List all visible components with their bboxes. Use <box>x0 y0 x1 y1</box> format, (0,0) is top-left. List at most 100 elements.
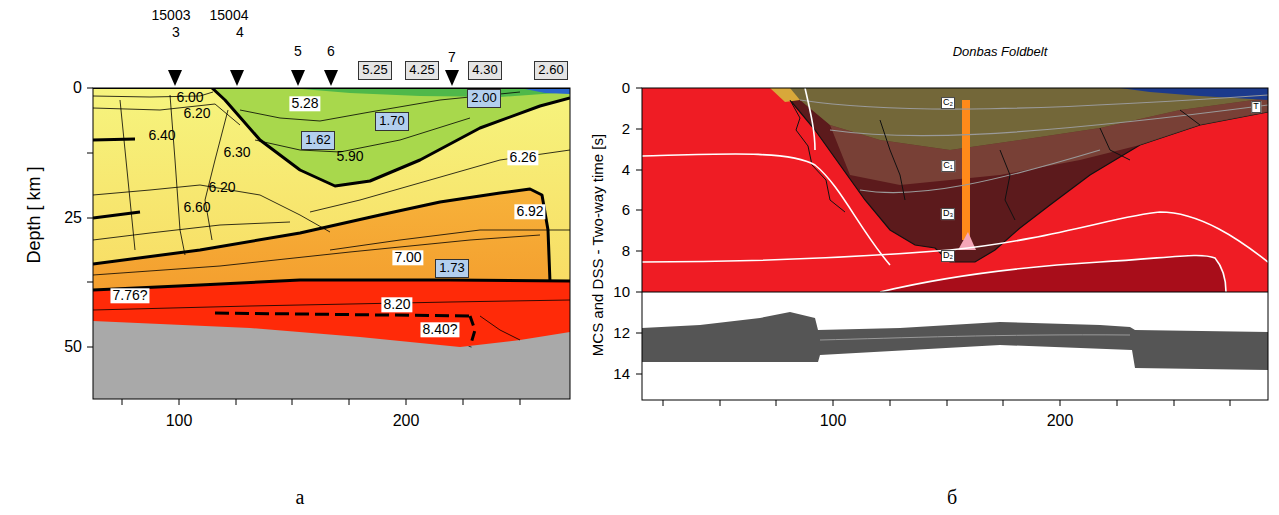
velocity-contour <box>205 110 228 240</box>
velocity-box: 2.60 <box>534 61 568 80</box>
diapir <box>962 100 970 240</box>
axis-tick: 6 <box>622 202 630 219</box>
panel-title: Donbas Foldbelt <box>953 45 1048 59</box>
axis-title: MCS and DSS - Two-way time [s] <box>590 134 607 356</box>
velocity-label: 5.90 <box>336 149 363 164</box>
velocity-label: 6.00 <box>176 90 203 105</box>
fault-line <box>1100 128 1130 160</box>
layer-boundary <box>212 88 570 186</box>
axis-frame <box>93 88 570 399</box>
velocity-label: 8.40? <box>420 322 459 337</box>
panel-letter: б <box>947 486 957 508</box>
velocity-label: 6.26 <box>507 150 538 165</box>
seismic-section <box>642 88 1268 292</box>
axis-tick: 200 <box>393 412 420 430</box>
station-marker <box>230 70 244 86</box>
fault-line <box>790 100 1200 220</box>
axis-title: Depth [ km ] <box>25 166 45 263</box>
upper-sediments <box>290 88 570 97</box>
boundary-line <box>880 255 1226 292</box>
station-number: 4 <box>236 25 244 40</box>
horizon-line <box>800 95 1268 109</box>
station-number: 7 <box>448 50 456 65</box>
layer-boundary <box>470 316 475 347</box>
station-marker <box>291 70 305 86</box>
axis-tick: 4 <box>622 162 630 179</box>
velocity-model <box>93 88 570 399</box>
axis-tick: 100 <box>166 412 193 430</box>
velocity-contour <box>93 300 570 310</box>
layer-boundary <box>93 88 570 347</box>
velocity-contour <box>330 230 570 250</box>
velocity-label: 6.20 <box>208 180 235 195</box>
vpvs-box: 2.00 <box>467 89 501 108</box>
velocity-contour <box>93 222 290 240</box>
velocity-label: 6.30 <box>223 145 250 160</box>
axis-frame <box>642 88 1268 400</box>
axis-frame <box>636 88 642 374</box>
sedimentary-basin <box>212 88 570 186</box>
boundary-line <box>642 154 890 265</box>
fault-line <box>1180 110 1200 125</box>
station-id: 15003 <box>152 8 191 23</box>
velocity-label: 7.00 <box>392 250 423 265</box>
station-marker <box>445 70 459 86</box>
value-text: 2.00 <box>471 91 496 105</box>
value-text: 4.30 <box>472 63 497 77</box>
vpvs-box: 1.73 <box>435 259 469 278</box>
axis-tick: 25 <box>64 209 82 227</box>
layer-boundary <box>93 139 135 140</box>
stratigraphic-label: C₂ <box>941 97 955 109</box>
velocity-contour <box>255 118 470 152</box>
fault-line <box>1000 150 1015 220</box>
velocity-label: 6.92 <box>514 204 545 219</box>
velocity-label: 8.20 <box>381 297 412 312</box>
crust <box>642 88 1268 292</box>
axis-tick: 200 <box>1047 412 1074 430</box>
reflectivity-band <box>642 312 1268 370</box>
velocity-label: 6.60 <box>183 200 210 215</box>
stratigraphic-label: D₃ <box>941 208 955 220</box>
velocity-label: 7.76? <box>110 288 149 303</box>
value-text: 4.25 <box>409 63 434 77</box>
boundary-line <box>805 88 815 150</box>
axis-tick: 100 <box>820 412 847 430</box>
velocity-box: 5.25 <box>358 61 392 80</box>
layer-boundary <box>93 189 550 282</box>
station-marker <box>324 70 338 86</box>
vpvs-box: 1.70 <box>375 112 409 131</box>
axis-tick: 12 <box>613 325 630 342</box>
velocity-contour <box>93 104 240 125</box>
axis-frame <box>663 400 1230 406</box>
horizon-line <box>800 95 1268 193</box>
layer-boundary <box>215 313 470 316</box>
station-marker <box>168 70 182 86</box>
horizon-line <box>830 105 1268 136</box>
velocity-box: 4.30 <box>468 61 502 80</box>
value-text: 2.60 <box>538 63 563 77</box>
stratigraphic-label: C₁ <box>941 160 955 172</box>
boundary-line <box>642 88 1268 292</box>
axis-tick: 0 <box>73 79 82 97</box>
velocity-label: 6.20 <box>183 106 210 121</box>
velocity-contour <box>120 100 135 250</box>
unresolved-zone <box>93 321 570 399</box>
lower-body <box>880 255 1226 292</box>
station-number: 6 <box>327 44 335 59</box>
reflectivity-band <box>642 312 1268 370</box>
velocity-contour <box>93 92 570 340</box>
axis-tick: 2 <box>622 121 630 138</box>
layer-boundary <box>93 212 140 218</box>
velocity-label: 5.28 <box>289 96 320 111</box>
value-text: 1.62 <box>305 133 330 147</box>
cover-layer <box>1120 88 1268 100</box>
axis-frame <box>87 88 93 347</box>
value-text: 1.73 <box>439 261 464 275</box>
velocity-contour <box>170 95 185 255</box>
station-number: 5 <box>294 44 302 59</box>
axis-tick: 50 <box>64 338 82 356</box>
lower-crust <box>93 189 570 399</box>
stratigraphic-label: D₂ <box>941 250 955 262</box>
